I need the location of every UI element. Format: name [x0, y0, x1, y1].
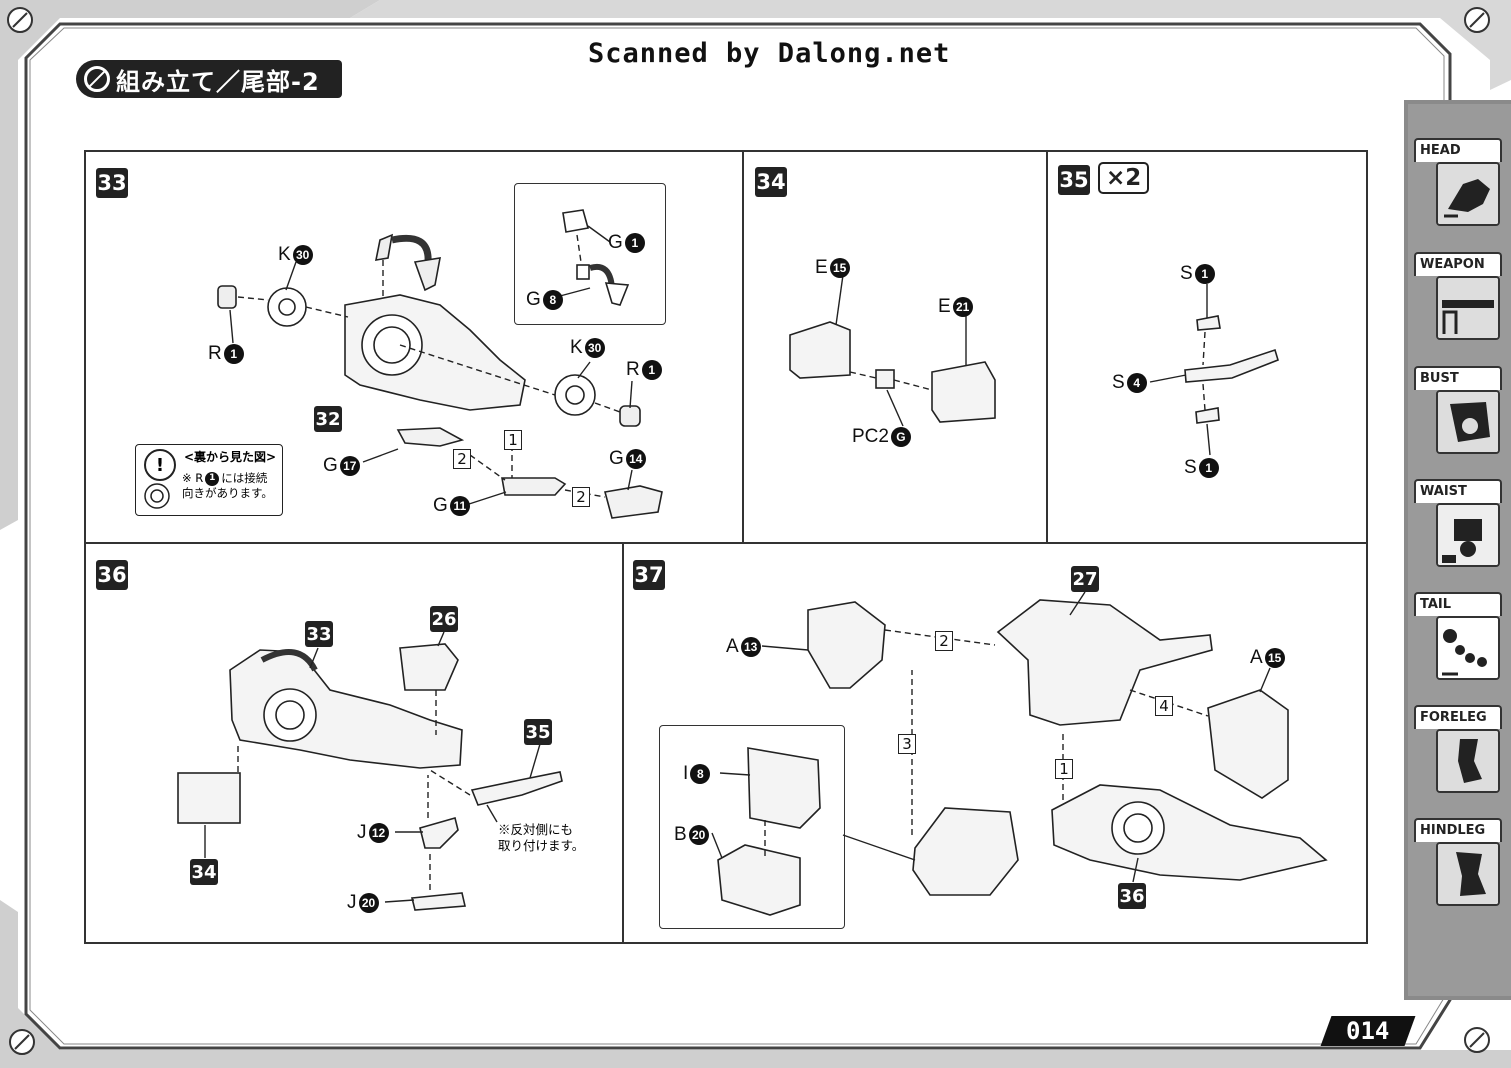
order-marker-37-1: 1 — [1055, 759, 1073, 779]
side-tab-waist[interactable]: WAIST — [1414, 479, 1502, 503]
step-number-36: 36 — [96, 560, 128, 590]
side-tab-bust[interactable]: BUST — [1414, 366, 1502, 390]
step-number-35: 35 — [1058, 165, 1090, 195]
hindleg-icon[interactable] — [1436, 842, 1500, 906]
order-marker-37-3: 3 — [898, 734, 916, 754]
step-number-34: 34 — [755, 167, 787, 197]
page-number: 014 — [1320, 1016, 1416, 1046]
order-marker-2b: 2 — [572, 487, 590, 507]
side-tab-tail[interactable]: TAIL — [1414, 592, 1502, 616]
waist-icon[interactable] — [1436, 503, 1500, 567]
sub-ref-27: 27 — [1071, 566, 1099, 592]
order-marker-37-4: 4 — [1155, 696, 1173, 716]
quantity-multiplier: ×2 — [1098, 162, 1150, 194]
order-marker-37-2: 2 — [935, 631, 953, 651]
order-marker-2a: 2 — [453, 449, 471, 469]
sub-ref-32: 32 — [314, 406, 342, 432]
step-number-37: 37 — [633, 560, 665, 590]
sub-ref-36: 36 — [1118, 883, 1146, 909]
note-title: <裏から見た図> — [184, 450, 277, 464]
side-tab-head[interactable]: HEAD — [1414, 138, 1502, 162]
sub-ref-34: 34 — [190, 859, 218, 885]
tail-icon[interactable] — [1436, 616, 1500, 680]
side-tab-hindleg[interactable]: HINDLEG — [1414, 818, 1502, 842]
foreleg-icon[interactable] — [1436, 729, 1500, 793]
step-33-detail-inset — [514, 183, 666, 325]
head-icon[interactable] — [1436, 162, 1500, 226]
bust-icon[interactable] — [1436, 390, 1500, 454]
sub-ref-26: 26 — [430, 606, 458, 632]
warning-icon: ! — [144, 449, 176, 481]
opposite-side-remark: ※反対側にも 取り付けます。 — [498, 823, 585, 853]
gear-icon — [84, 66, 110, 92]
step-number-33: 33 — [96, 168, 128, 198]
step-35-panel — [1046, 150, 1368, 544]
socket-diagram-icon — [144, 483, 170, 509]
step-34-panel — [742, 150, 1048, 544]
sub-ref-35: 35 — [524, 719, 552, 745]
section-title: 組み立て／尾部-2 — [116, 67, 320, 96]
order-marker-1: 1 — [504, 430, 522, 450]
section-title-badge: 組み立て／尾部-2 — [76, 60, 342, 98]
scan-credit: Scanned by Dalong.net — [588, 38, 951, 69]
side-tab-weapon[interactable]: WEAPON — [1414, 252, 1502, 276]
side-tab-foreleg[interactable]: FORELEG — [1414, 705, 1502, 729]
weapon-icon[interactable] — [1436, 276, 1500, 340]
sub-ref-33: 33 — [305, 621, 333, 647]
